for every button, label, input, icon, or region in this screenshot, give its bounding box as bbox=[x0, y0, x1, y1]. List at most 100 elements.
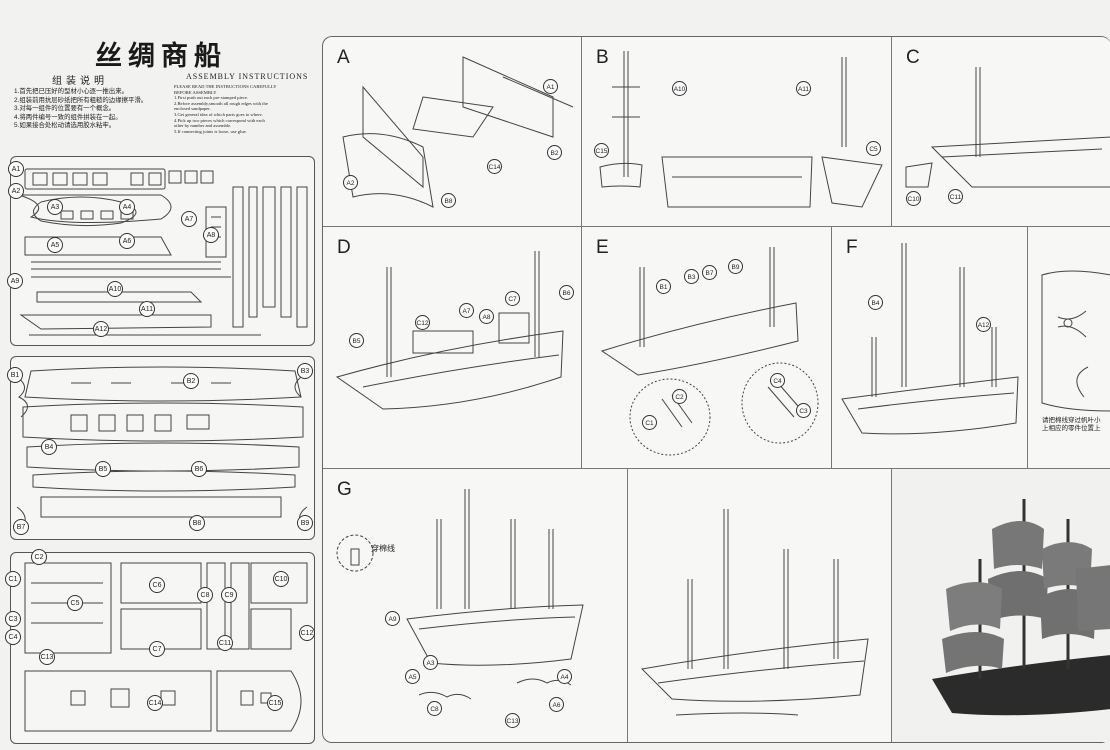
part-label: B5 bbox=[95, 461, 111, 477]
step-en: 5.If connecting joints is loose, use glu… bbox=[174, 128, 247, 134]
part-callout: A1 bbox=[543, 79, 558, 94]
step-panel-f: F B4 A12 bbox=[832, 227, 1028, 469]
step-en: BEFORE ASSEMBLY bbox=[174, 89, 217, 95]
step-a-drawing bbox=[342, 56, 574, 208]
step-e-drawing bbox=[600, 247, 819, 456]
thread-drawing bbox=[1041, 270, 1110, 412]
part-callout: C14 bbox=[487, 159, 502, 174]
part-label: A4 bbox=[119, 199, 135, 215]
part-callout: A12 bbox=[976, 317, 991, 332]
part-label: C13 bbox=[39, 649, 55, 665]
part-callout: C11 bbox=[948, 189, 963, 204]
part-callout: C10 bbox=[906, 191, 921, 206]
steps-en: PLEASE READ THE INSTRUCTIONS CAREFULLY B… bbox=[174, 84, 314, 134]
part-label: C10 bbox=[273, 571, 289, 587]
part-callout: B7 bbox=[702, 265, 717, 280]
part-label: A5 bbox=[47, 237, 63, 253]
part-callout: A6 bbox=[549, 697, 564, 712]
part-label: B4 bbox=[41, 439, 57, 455]
part-callout: A10 bbox=[672, 81, 687, 96]
step-panel-d: D B5 C12 A7 A8 C7 B6 bbox=[323, 227, 582, 469]
parts-sheet-b: B1 B2 B3 B4 B5 B6 B7 B8 B9 bbox=[7, 356, 315, 540]
part-label: A10 bbox=[107, 281, 123, 297]
step-cn: 4.将两件编号一致的组件拼装在一起。 bbox=[14, 113, 122, 121]
thread-label: 穿棉线 bbox=[371, 544, 395, 553]
part-label: C6 bbox=[149, 577, 165, 593]
part-label: B9 bbox=[297, 515, 313, 531]
step-c-drawing bbox=[905, 67, 1110, 188]
step-label: G bbox=[337, 479, 352, 500]
part-label: C15 bbox=[267, 695, 283, 711]
part-label: C2 bbox=[31, 549, 47, 565]
step-label: E bbox=[596, 237, 609, 258]
part-callout: C4 bbox=[770, 373, 785, 388]
instructions-header-cn: 组装说明 bbox=[52, 76, 108, 87]
part-callout: A2 bbox=[343, 175, 358, 190]
part-label: B3 bbox=[297, 363, 313, 379]
part-label: C11 bbox=[217, 635, 233, 651]
part-callout: A11 bbox=[796, 81, 811, 96]
part-callout: B8 bbox=[441, 193, 456, 208]
step-b-drawing bbox=[599, 51, 883, 208]
step-cn: 5.如果接合处松动请选用胶水粘牢。 bbox=[14, 122, 116, 130]
parts-sheet-a: A1 A2 A3 A4 A5 A6 A7 A8 A9 A10 A11 A12 bbox=[7, 156, 315, 346]
part-label: C9 bbox=[221, 587, 237, 603]
part-callout: C2 bbox=[672, 389, 687, 404]
part-label: B7 bbox=[13, 519, 29, 535]
part-label: A2 bbox=[8, 183, 24, 199]
step-g-drawing bbox=[336, 489, 584, 700]
step-en: 4.Pick up two pieces which correspond wi… bbox=[174, 117, 265, 123]
instructions-header-en: ASSEMBLY INSTRUCTIONS bbox=[186, 72, 309, 81]
part-callout: B9 bbox=[728, 259, 743, 274]
step-en: PLEASE READ THE INSTRUCTIONS CAREFULLY bbox=[174, 84, 277, 89]
step-d-drawing bbox=[335, 251, 564, 410]
step-cn: 1.首先把已压好的型材小心逐一推出来。 bbox=[14, 88, 128, 95]
step-en: 3.Get general idea of which parts goes t… bbox=[174, 111, 263, 117]
step-label: C bbox=[906, 47, 920, 68]
parts-sheet-c: C1 C2 C3 C4 C5 C6 C7 C8 C9 C10 C11 C12 C… bbox=[5, 549, 315, 744]
step-en: enclosed sandpaper. bbox=[174, 106, 211, 112]
part-callout: A7 bbox=[459, 303, 474, 318]
part-callout: B4 bbox=[868, 295, 883, 310]
part-label: C5 bbox=[67, 595, 83, 611]
part-label: A8 bbox=[203, 227, 219, 243]
steps-cn: 1.首先把已压好的型材小心逐一推出来。 2.组装前用抗层砂纸把所有粗糙的边缘擦平… bbox=[14, 88, 174, 131]
part-callout: C7 bbox=[505, 291, 520, 306]
part-label: A12 bbox=[93, 321, 109, 337]
part-callout: A4 bbox=[557, 669, 572, 684]
part-label: B8 bbox=[189, 515, 205, 531]
step-f-drawing bbox=[841, 243, 1019, 435]
part-callout: B2 bbox=[547, 145, 562, 160]
part-callout: C5 bbox=[866, 141, 881, 156]
part-callout: C8 bbox=[427, 701, 442, 716]
sheet-a-drawing bbox=[18, 168, 308, 336]
part-label: B1 bbox=[7, 367, 23, 383]
finished-model-drawing bbox=[640, 509, 869, 716]
step-panel-e: E B1 B3 B7 B9 C2 C1 C4 C3 bbox=[582, 227, 832, 469]
part-label: C7 bbox=[149, 641, 165, 657]
part-callout: C3 bbox=[796, 403, 811, 418]
step-label: A bbox=[337, 47, 350, 68]
part-callout: B1 bbox=[656, 279, 671, 294]
part-callout: A9 bbox=[385, 611, 400, 626]
part-callout: A3 bbox=[423, 655, 438, 670]
step-en: other by number and assemble. bbox=[174, 123, 232, 129]
step-label: D bbox=[337, 237, 351, 258]
part-label: B6 bbox=[191, 461, 207, 477]
sheet-b-drawing bbox=[16, 366, 308, 530]
part-label: A6 bbox=[119, 233, 135, 249]
part-label: C8 bbox=[197, 587, 213, 603]
part-label: C4 bbox=[5, 629, 21, 645]
ship-photo bbox=[932, 499, 1110, 716]
part-label: C3 bbox=[5, 611, 21, 627]
photo-panel bbox=[892, 469, 1110, 742]
part-label: A3 bbox=[47, 199, 63, 215]
part-label: C14 bbox=[147, 695, 163, 711]
page-title: 丝绸商船 bbox=[95, 41, 227, 72]
step-panel-a: A A1 A2 B2 C14 B8 bbox=[323, 37, 582, 227]
part-callout: A8 bbox=[479, 309, 494, 324]
step-label: F bbox=[846, 237, 858, 258]
part-callout: C12 bbox=[415, 315, 430, 330]
step-label: B bbox=[596, 47, 609, 68]
part-callout: C13 bbox=[505, 713, 520, 728]
